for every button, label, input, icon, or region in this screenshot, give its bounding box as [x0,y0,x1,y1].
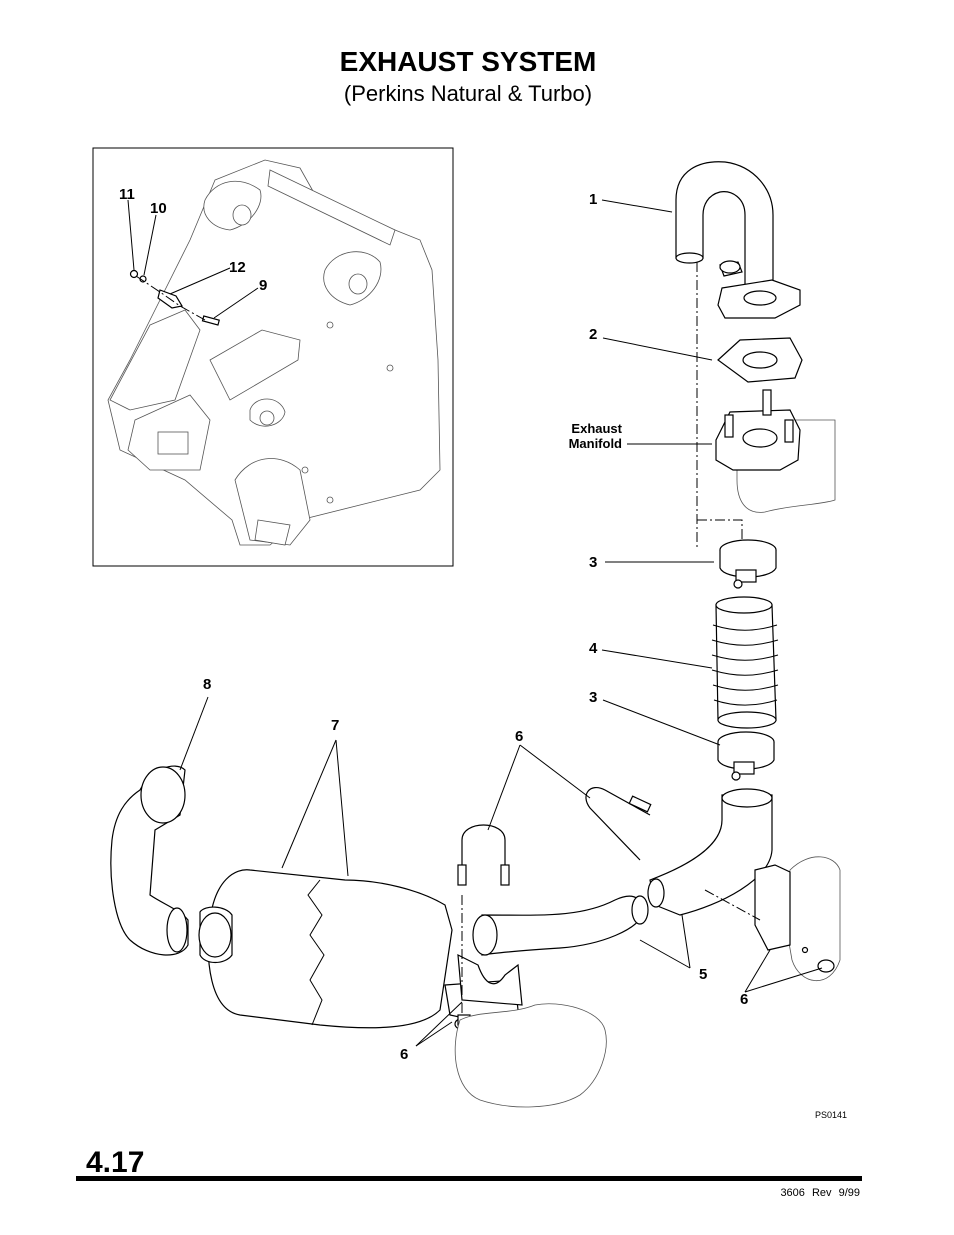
callout-9: 9 [259,277,268,294]
callout-4: 4 [589,640,598,657]
part-3-clamp-lower [717,731,775,781]
exhaust-manifold [715,389,836,513]
callout-2: 2 [589,326,598,343]
callout-6-bracket-lower: 6 [400,1046,409,1063]
callout-6-ubolts: 6 [515,728,524,745]
callout-11: 11 [119,186,135,203]
callout-5: 5 [699,966,708,983]
part-8-tailpipe [110,765,189,956]
part-6-bracket-right [754,856,841,982]
part-7-muffler [198,869,453,1029]
part-6-ubolt-left [457,824,510,886]
manifold-label-line2: Manifold [568,436,622,451]
page-title: EXHAUST SYSTEM [339,46,597,77]
document-reference: 3606 Rev 9/99 [780,1187,860,1199]
callout-1: 1 [589,191,598,208]
exhaust-manifold-label: Exhaust Manifold [548,421,622,451]
callout-12: 12 [229,259,246,276]
page-number: 4.17 [86,1146,145,1179]
figure-id: PS0141 [815,1110,848,1120]
callout-10: 10 [150,200,167,217]
part-5-pipes [472,788,773,956]
frame-rock [454,1003,607,1108]
part-6-ubolt-right [585,787,652,861]
callout-3-lower: 3 [589,689,598,706]
page-subtitle: (Perkins Natural & Turbo) [343,81,593,106]
callout-6-bracket-right: 6 [740,991,749,1008]
callout-3-upper: 3 [589,554,598,571]
part-1-elbow [675,161,801,319]
inset-frame [92,147,454,567]
manifold-label-line1: Exhaust [571,421,622,436]
part-2-gasket [717,337,803,383]
part-4-flex-pipe [711,596,779,729]
callout-8: 8 [203,676,212,693]
callout-7: 7 [331,717,340,734]
inset-machine-frame [107,159,441,546]
part-3-clamp-upper [719,539,777,589]
inset-hardware [129,269,220,326]
footer-rule [76,1176,862,1181]
